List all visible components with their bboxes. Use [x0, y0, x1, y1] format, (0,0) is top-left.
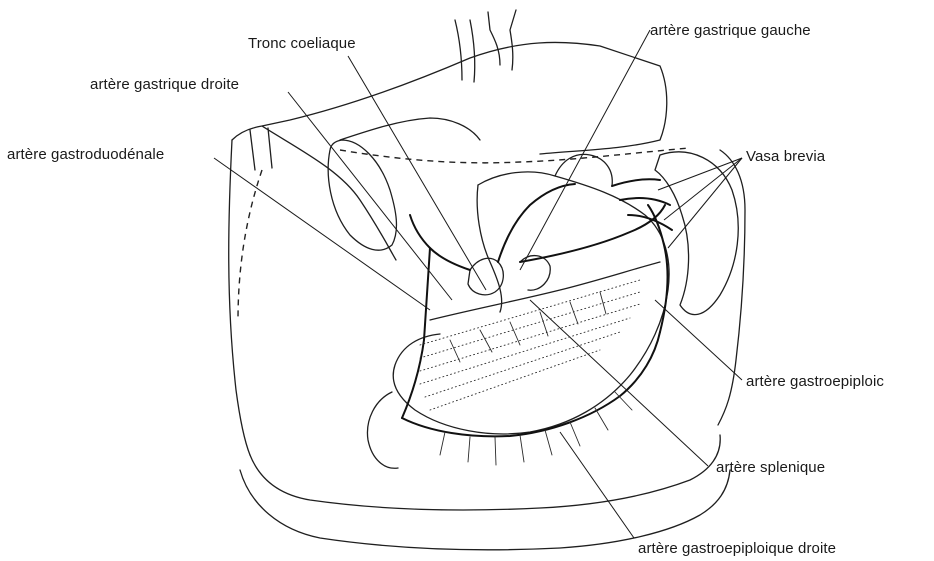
- left-gastric-artery: [498, 184, 575, 262]
- leader-artere-gastroduodenale: [214, 158, 430, 310]
- dashed-left-boundary: [238, 170, 262, 320]
- leader-artere-splenique: [530, 300, 708, 466]
- label-tronc-coeliaque: Tronc coeliaque: [248, 35, 356, 53]
- hepatic-artery-path: [410, 215, 470, 270]
- stomach-outline: [393, 172, 669, 434]
- label-artere-gastroduodenale: artère gastroduodénale: [7, 146, 164, 164]
- stomach-lesser-curvature: [477, 185, 502, 312]
- celiac-structures: [468, 256, 550, 295]
- aorta-tube: [455, 20, 475, 82]
- liver-inner-line: [340, 118, 480, 140]
- leader-artere-gastrique-droite: [288, 92, 452, 300]
- leader-vasa-brevia-2: [664, 158, 742, 220]
- liver-lower-edge: [262, 126, 396, 260]
- esophagus-tube: [488, 10, 516, 70]
- label-artere-splenique: artère splenique: [716, 459, 825, 477]
- right-body-wall: [718, 150, 745, 425]
- transverse-colon: [250, 435, 720, 510]
- label-artere-gastroepiploique-droite: artère gastroepiploique droite: [638, 540, 836, 558]
- duodenum: [367, 392, 398, 468]
- leader-vasa-brevia-3: [668, 158, 742, 248]
- greater-curvature-vessel: [648, 205, 667, 332]
- pancreas-stipple: [420, 280, 640, 410]
- vessel-branches: [440, 292, 632, 465]
- label-artere-gastrique-gauche: artère gastrique gauche: [650, 22, 811, 40]
- label-artere-gastroepiploic: artère gastroepiploic: [746, 373, 884, 391]
- gastroduodenal-artery-path: [402, 248, 430, 418]
- label-vasa-brevia: Vasa brevia: [746, 148, 825, 166]
- body-outline-left: [229, 140, 250, 455]
- left-tube: [250, 128, 272, 170]
- leader-artere-gastroepiploic: [655, 300, 742, 380]
- liver-outline: [232, 42, 667, 154]
- label-artere-gastrique-droite: artère gastrique droite: [90, 76, 239, 94]
- dashed-liver-boundary: [340, 148, 690, 163]
- leader-artere-gastrique-gauche: [520, 30, 650, 270]
- leader-artere-gastroepiploique-droite: [560, 432, 634, 538]
- short-gastric-vessels: [612, 179, 672, 230]
- pancreas-outline: [430, 262, 660, 320]
